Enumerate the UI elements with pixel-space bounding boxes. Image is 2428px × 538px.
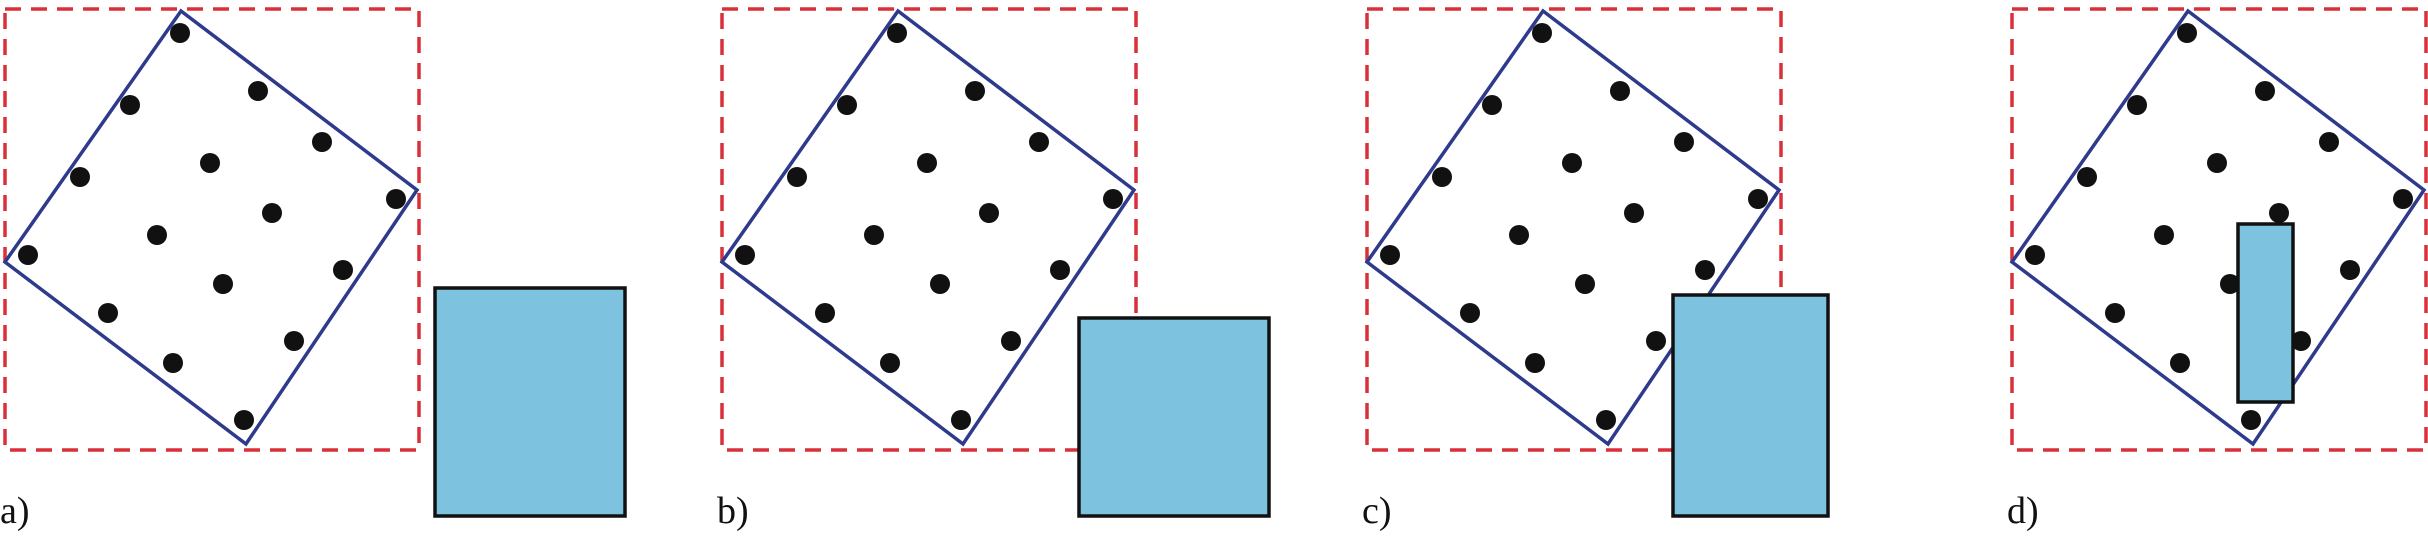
point <box>1029 132 1049 152</box>
panel-label: c) <box>1362 490 1392 532</box>
point <box>1646 331 1666 351</box>
point <box>815 303 835 323</box>
point <box>1748 189 1768 209</box>
point <box>1596 410 1616 430</box>
point <box>147 225 167 245</box>
point <box>1460 303 1480 323</box>
point <box>979 203 999 223</box>
point <box>18 245 38 265</box>
bounding-box <box>3 7 421 452</box>
panel-label: a) <box>0 490 30 532</box>
point <box>1624 203 1644 223</box>
point-grid <box>1380 23 1768 430</box>
point <box>1695 260 1715 280</box>
point-grid <box>2025 23 2413 430</box>
point <box>2025 245 2045 265</box>
point <box>2077 167 2097 187</box>
point <box>2393 189 2413 209</box>
point <box>965 81 985 101</box>
rotated-square <box>1364 8 1782 447</box>
panel-label: d) <box>2007 490 2039 532</box>
point <box>880 353 900 373</box>
point <box>2220 274 2240 294</box>
panel-a: a) <box>0 7 627 532</box>
point <box>262 203 282 223</box>
query-box <box>1077 316 1271 518</box>
point <box>787 167 807 187</box>
point <box>2127 95 2147 115</box>
point <box>864 225 884 245</box>
point <box>1482 95 1502 115</box>
panel-b: b) <box>717 7 1271 532</box>
query-box <box>2236 222 2295 404</box>
point <box>1562 153 1582 173</box>
point <box>70 167 90 187</box>
point <box>284 331 304 351</box>
point <box>2170 353 2190 373</box>
bounding-box <box>720 7 1138 452</box>
rotated-square <box>2009 8 2427 447</box>
bounding-box <box>1365 7 1783 452</box>
point <box>200 153 220 173</box>
point <box>2207 153 2227 173</box>
point <box>1432 167 1452 187</box>
point-grid <box>18 23 406 430</box>
panel-label: b) <box>717 490 749 532</box>
point-grid <box>735 23 1123 430</box>
point <box>1001 331 1021 351</box>
bounding-box <box>2010 7 2428 452</box>
point <box>234 410 254 430</box>
point <box>887 23 907 43</box>
rotated-square <box>2 8 420 447</box>
point <box>2269 203 2289 223</box>
point <box>1525 353 1545 373</box>
point <box>98 303 118 323</box>
point <box>248 81 268 101</box>
point <box>1380 245 1400 265</box>
point <box>1575 274 1595 294</box>
point <box>1103 189 1123 209</box>
point <box>170 23 190 43</box>
point <box>1674 132 1694 152</box>
point <box>312 132 332 152</box>
panel-c: c) <box>1362 7 1830 532</box>
point <box>735 245 755 265</box>
point <box>1050 260 1070 280</box>
point <box>2319 132 2339 152</box>
rotated-square <box>719 8 1137 447</box>
query-box <box>1671 293 1830 518</box>
point <box>1610 81 1630 101</box>
point <box>1509 225 1529 245</box>
point <box>2291 331 2311 351</box>
point <box>2177 23 2197 43</box>
point <box>1532 23 1552 43</box>
point <box>2105 303 2125 323</box>
point <box>2340 260 2360 280</box>
point <box>386 189 406 209</box>
query-box <box>433 286 627 518</box>
point <box>930 274 950 294</box>
point <box>213 274 233 294</box>
point <box>120 95 140 115</box>
point <box>2154 225 2174 245</box>
point <box>951 410 971 430</box>
point <box>917 153 937 173</box>
panel-d: d) <box>2007 7 2428 532</box>
point <box>333 260 353 280</box>
point <box>2241 410 2261 430</box>
point <box>837 95 857 115</box>
point <box>2255 81 2275 101</box>
point <box>163 353 183 373</box>
